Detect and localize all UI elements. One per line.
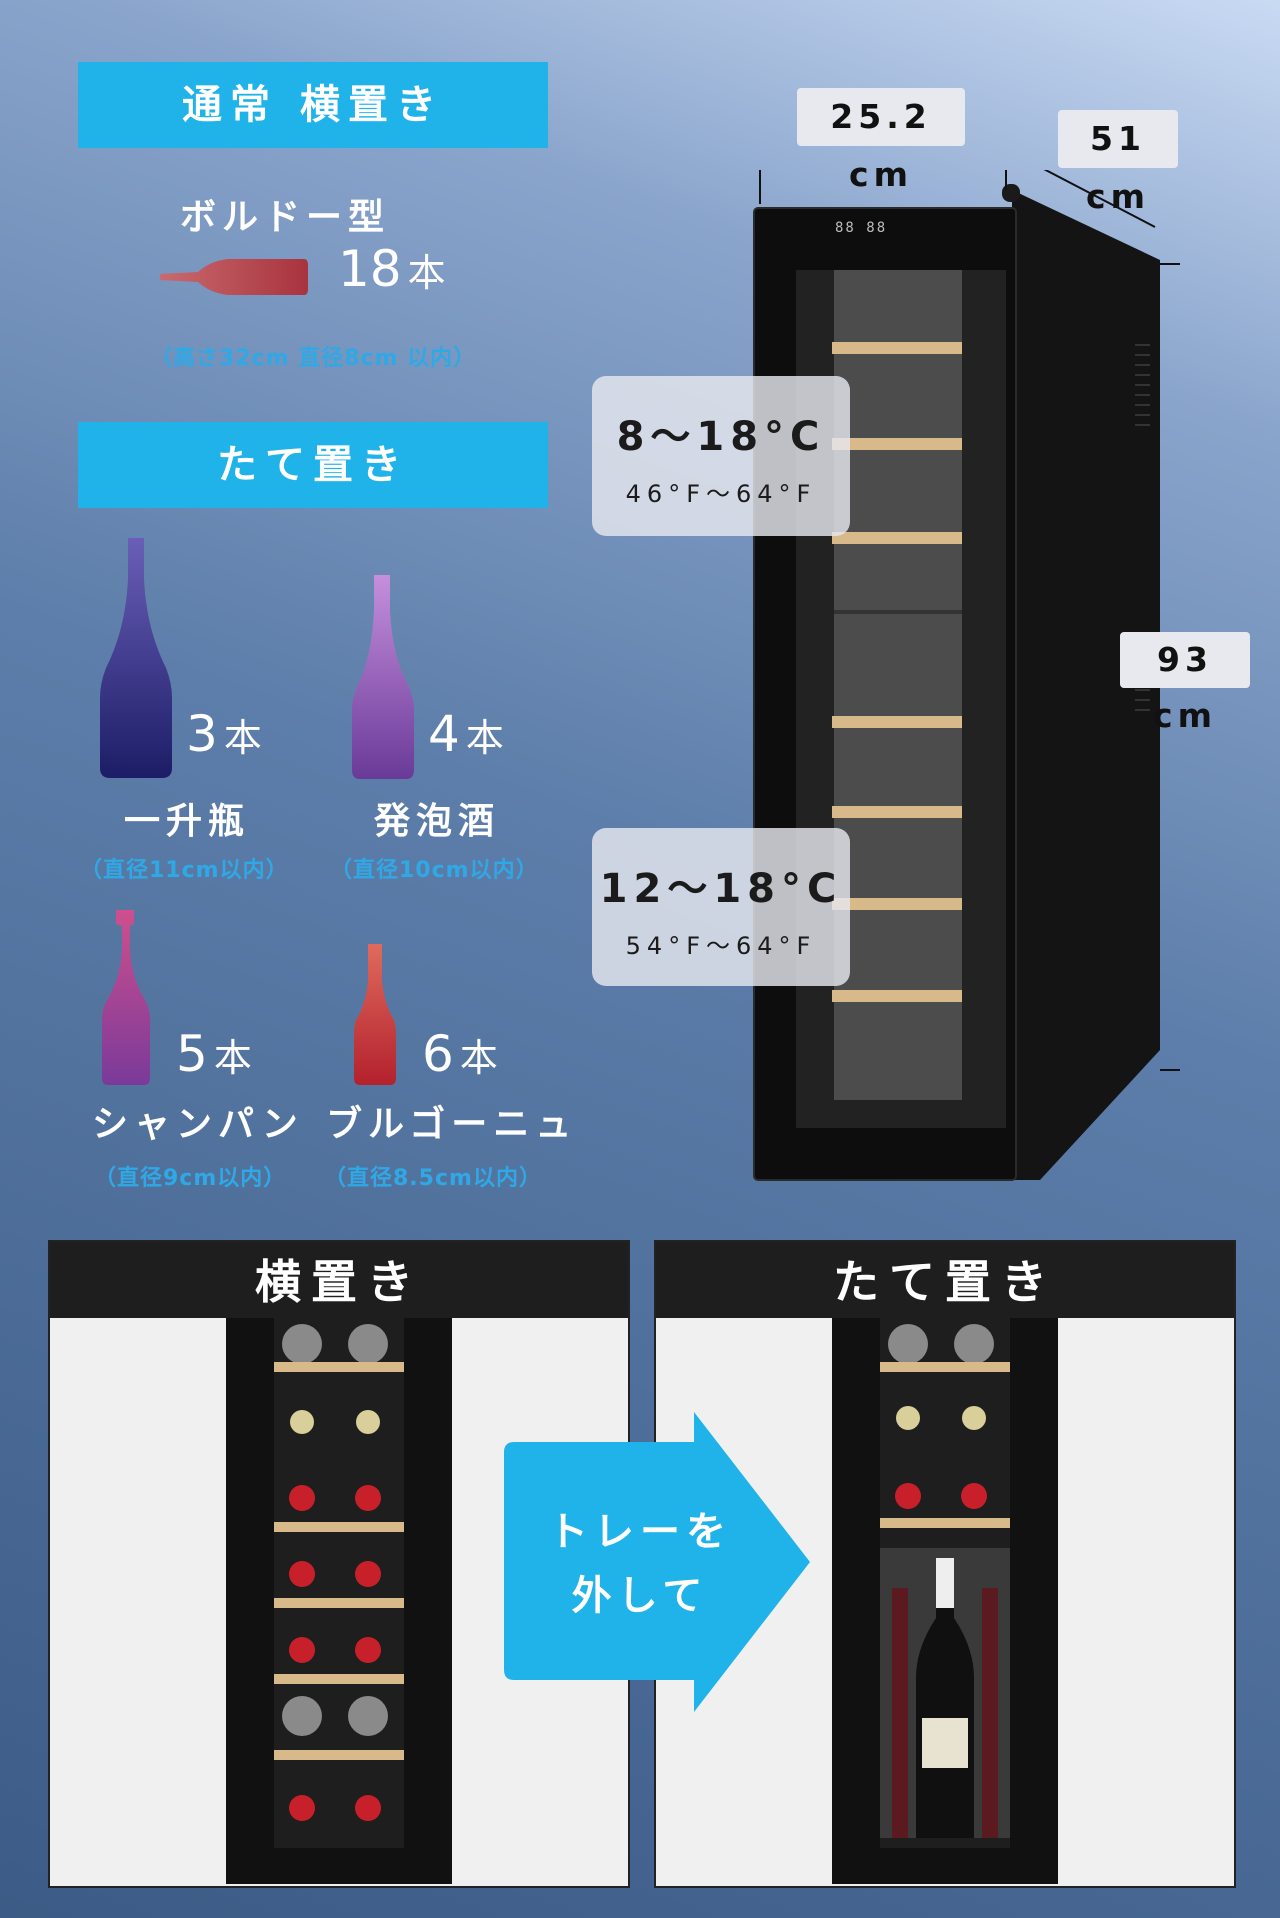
depth-dimension-label: 51 cm [1058,110,1178,216]
isshobin-note: （直径11cm以内） [80,858,289,883]
lower-temp-celsius: 12～18°C [599,866,843,912]
arrow-instruction-line1: トレーを [548,1509,732,1555]
horizontal-panel-title: 横置き [50,1242,628,1318]
horizontal-banner: 通常 横置き [78,62,548,148]
champagne-bottle-icon [102,910,150,1085]
bordeaux-note: （高さ32cm 直径8cm 以内） [150,346,477,371]
isshobin-bottle-icon [100,538,172,778]
bordeaux-bottle-icon [160,259,308,295]
arrow-right-icon [504,1412,810,1712]
happoshu-bottle-icon [352,575,414,779]
burgundy-note: （直径8.5cm以内） [324,1166,542,1191]
vertical-panel-title: たて置き [656,1242,1234,1318]
arrow-instruction-line2: 外して [571,1573,709,1619]
upper-temp-celsius: 8～18°C [616,414,826,460]
arrow-instruction: トレーを 外して [520,1500,760,1628]
isshobin-label: 一升瓶 [124,801,251,842]
width-dimension-label: 25.2 cm [797,88,965,194]
upper-temp-fahrenheit: 46°F～64°F [625,480,817,508]
vertical-banner: たて置き [78,422,548,508]
horizontal-cellar-photo [226,1318,452,1884]
vertical-cellar-photo [832,1318,1058,1884]
bordeaux-title: ボルドー型 [180,197,391,238]
happoshu-note: （直径10cm以内） [330,858,539,883]
lower-temp-box: 12～18°C 54°F～64°F [592,828,850,986]
champagne-label: シャンパン [92,1104,304,1145]
wine-cellar-image [753,170,1180,1181]
upper-temp-box: 8～18°C 46°F～64°F [592,376,850,536]
vertical-photo-panel: たて置き [654,1240,1236,1888]
height-dimension-label: 93 cm [1120,632,1250,735]
horizontal-photo-panel: 横置き [48,1240,630,1888]
burgundy-bottle-icon [354,944,396,1085]
happoshu-label: 発泡酒 [374,801,501,842]
burgundy-label: ブルゴーニュ [326,1104,578,1145]
lower-temp-fahrenheit: 54°F～64°F [625,932,817,960]
champagne-note: （直径9cm以内） [94,1166,287,1191]
control-panel-display: 88 88 [835,220,888,236]
